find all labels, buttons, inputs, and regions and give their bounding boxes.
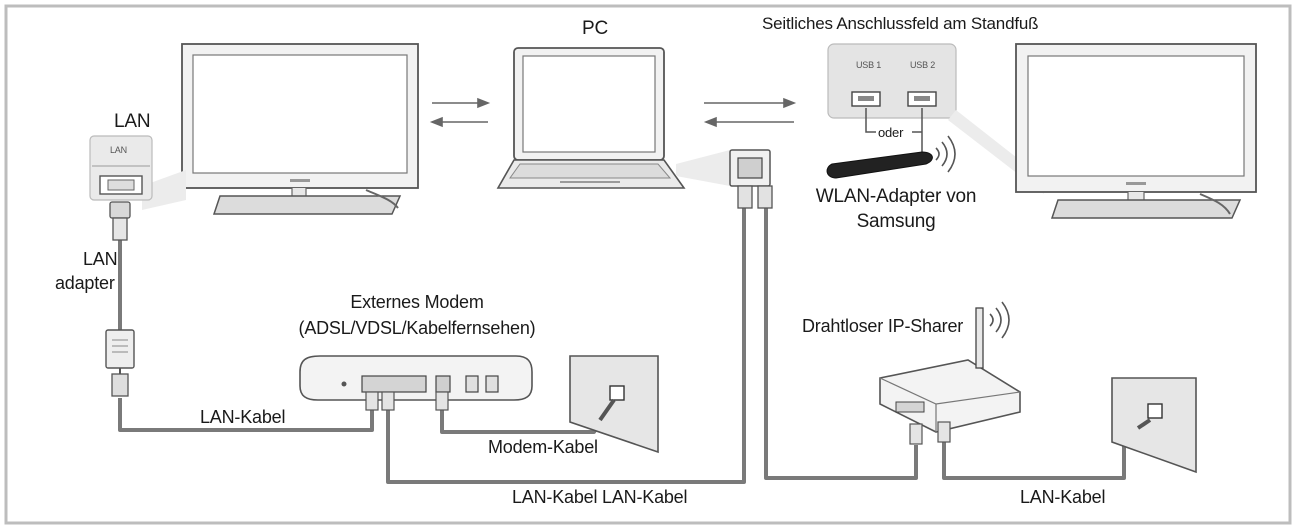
lan-port-panel xyxy=(89,135,153,201)
laptop-screen xyxy=(522,55,656,153)
label-lan-kabel-left: LAN-Kabel xyxy=(200,407,286,427)
label-lan-port: LAN xyxy=(110,145,127,155)
lan-adapter xyxy=(105,329,135,397)
wall-socket-modem xyxy=(569,355,659,454)
label-modem-kabel: Modem-Kabel xyxy=(488,437,598,457)
label-wlan-2: Samsung xyxy=(856,211,936,232)
router-antenna xyxy=(975,307,984,369)
wall-socket-right xyxy=(1111,377,1197,474)
pc-lan-port xyxy=(729,149,773,209)
side-connection-panel xyxy=(827,43,957,119)
label-usb1: USB 1 xyxy=(856,60,882,70)
tv-left-power-cord xyxy=(365,189,399,209)
modem-lan-ports xyxy=(361,375,427,393)
cable-adapter-to-modem xyxy=(118,398,374,432)
tv-left-stand xyxy=(212,195,402,215)
label-lan-top: LAN xyxy=(114,111,151,132)
ip-sharer-router xyxy=(879,301,1021,445)
label-lan-adapter-1: LAN xyxy=(83,249,118,269)
cable-modem-to-pc xyxy=(386,208,746,484)
label-ip-sharer: Drahtloser IP-Sharer xyxy=(802,316,964,336)
lan-callout xyxy=(142,170,186,210)
wlan-adapter xyxy=(826,135,956,179)
arrows-left xyxy=(429,97,491,128)
lan-plug xyxy=(109,201,131,241)
tv-left-logo xyxy=(290,179,310,182)
label-modem-1: Externes Modem xyxy=(350,292,484,312)
tv-left-screen xyxy=(192,54,408,174)
label-lan-kabel-right: LAN-Kabel xyxy=(1020,487,1106,507)
tv-right-screen xyxy=(1027,55,1245,177)
laptop-pc xyxy=(496,47,686,189)
label-modem-2: (ADSL/VDSL/Kabelfernsehen) xyxy=(298,318,536,338)
pc-port-callout xyxy=(676,150,730,186)
label-lan-kabel-bottom: LAN-Kabel LAN-Kabel xyxy=(512,487,688,507)
usb-oder-bracket xyxy=(865,108,923,152)
arrows-right xyxy=(703,97,797,128)
label-wlan-1: WLAN-Adapter von xyxy=(815,186,977,207)
tv-right xyxy=(1015,43,1257,219)
label-pc: PC xyxy=(582,18,608,39)
label-side-panel: Seitliches Anschlussfeld am Standfuß xyxy=(762,14,1039,33)
cable-router-to-pc xyxy=(764,208,918,480)
tv-left xyxy=(181,43,419,215)
label-usb2: USB 2 xyxy=(910,60,936,70)
label-oder: oder xyxy=(878,125,904,140)
tv-right-stand xyxy=(1050,199,1242,219)
label-lan-adapter-2: adapter xyxy=(55,273,115,293)
external-modem xyxy=(299,355,533,411)
